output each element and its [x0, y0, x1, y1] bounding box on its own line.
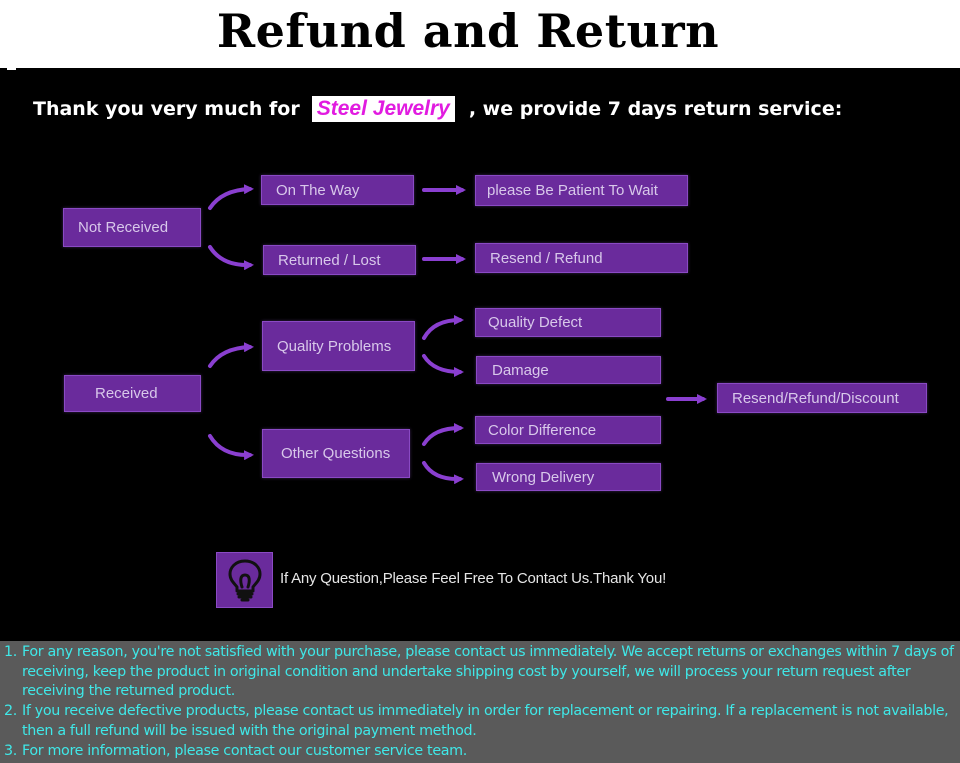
- intro-line: Thank you very much for Steel Jewelry , …: [33, 94, 842, 124]
- lightbulb-icon: [228, 559, 261, 602]
- color-difference-box: Color Difference: [475, 416, 661, 444]
- quality-problems-box: Quality Problems: [262, 321, 415, 371]
- policy-notes: 1.For any reason, you're not satisfied w…: [0, 641, 960, 763]
- damage-box: Damage: [476, 356, 661, 384]
- intro-text-before: Thank you very much for: [33, 98, 300, 120]
- curved-arrow-icon: [208, 184, 254, 210]
- not-received-box: Not Received: [63, 208, 201, 247]
- note-item: 3.For more information, please contact o…: [4, 742, 467, 759]
- curved-arrow-icon: [208, 434, 254, 461]
- page-title: Refund and Return: [216, 4, 720, 58]
- curved-arrow-icon: [422, 354, 464, 377]
- curved-arrow-icon: [208, 245, 254, 271]
- note-item: 1.For any reason, you're not satisfied w…: [4, 644, 954, 700]
- brand-name: Steel Jewelry: [311, 96, 455, 122]
- wrong-delivery-box: Wrong Delivery: [476, 463, 661, 491]
- resend-refund-discount-box: Resend/Refund/Discount: [717, 383, 927, 413]
- curved-arrow-icon: [422, 315, 464, 340]
- lightbulb-icon-box: [216, 552, 273, 608]
- please-be-patient-box: please Be Patient To Wait: [475, 175, 688, 206]
- divider: [7, 68, 16, 70]
- curved-arrow-icon: [208, 342, 254, 368]
- contact-message: If Any Question,Please Feel Free To Cont…: [280, 570, 667, 587]
- curved-arrow-icon: [422, 461, 464, 485]
- title-banner: Refund and Return: [0, 0, 960, 68]
- received-box: Received: [64, 375, 201, 412]
- returned-lost-box: Returned / Lost: [263, 245, 416, 275]
- other-questions-box: Other Questions: [262, 429, 410, 478]
- quality-defect-box: Quality Defect: [475, 308, 661, 337]
- on-the-way-box: On The Way: [261, 175, 414, 205]
- resend-refund-box: Resend / Refund: [475, 243, 688, 273]
- note-item: 2.If you receive defective products, ple…: [4, 703, 949, 739]
- curved-arrow-icon: [422, 423, 464, 446]
- intro-text-after: , we provide 7 days return service:: [468, 98, 843, 120]
